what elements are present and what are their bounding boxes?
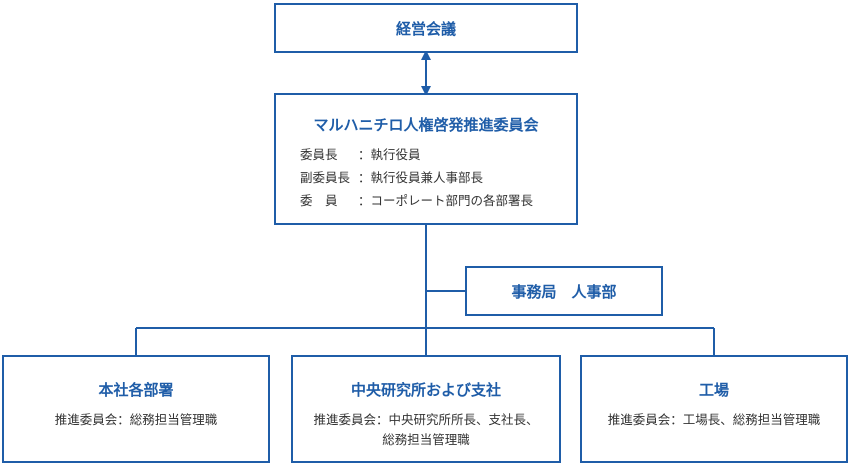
unit-description: 推進委員会：工場長、総務担当管理職 xyxy=(582,410,846,430)
unit-title: 本社各部署 xyxy=(98,381,174,399)
human-rights-committee-box: マルハニチロ人権啓発推進委員会 委員長 ： 執行役員 副委員長 ： 執行役員兼人… xyxy=(274,93,578,225)
secretariat-title: 事務局 人事部 xyxy=(511,282,617,301)
unit-title: 中央研究所および支社 xyxy=(350,381,501,399)
management-meeting-title: 経営会議 xyxy=(395,19,456,38)
unit-description: 推進委員会：総務担当管理職 xyxy=(4,410,268,430)
secretariat-box: 事務局 人事部 xyxy=(465,266,663,316)
management-meeting-box: 経営会議 xyxy=(274,3,578,53)
member-row: 委員長 ： 執行役員 xyxy=(300,143,533,166)
member-role: 委員長 xyxy=(300,147,338,162)
member-separator: ： xyxy=(358,170,371,185)
member-desc: コーポレート部門の各部署長 xyxy=(370,193,534,208)
member-desc: 執行役員兼人事部長 xyxy=(370,170,484,185)
member-separator: ： xyxy=(358,147,371,162)
member-row: 副委員長 ： 執行役員兼人事部長 xyxy=(300,166,533,189)
unit-line: 推進委員会：総務担当管理職 xyxy=(54,412,218,427)
member-role: 副委員長 xyxy=(300,170,351,185)
unit-line: 推進委員会：工場長、総務担当管理職 xyxy=(607,412,821,427)
member-separator: ： xyxy=(358,193,371,208)
committee-members: 委員長 ： 執行役員 副委員長 ： 執行役員兼人事部長 委 員 ： コーポレート… xyxy=(300,143,533,212)
committee-title: マルハニチロ人権啓発推進委員会 xyxy=(313,116,539,134)
headquarters-departments-box: 本社各部署 推進委員会：総務担当管理職 xyxy=(2,355,270,463)
member-role: 委 員 xyxy=(300,193,338,208)
factories-box: 工場 推進委員会：工場長、総務担当管理職 xyxy=(580,355,848,463)
unit-title: 工場 xyxy=(698,381,729,399)
research-branches-box: 中央研究所および支社 推進委員会：中央研究所所長、支社長、 総務担当管理職 xyxy=(291,355,561,463)
unit-line: 推進委員会：中央研究所所長、支社長、 xyxy=(313,412,539,427)
member-desc: 執行役員 xyxy=(370,147,421,162)
member-row: 委 員 ： コーポレート部門の各部署長 xyxy=(300,189,533,212)
unit-line: 総務担当管理職 xyxy=(382,432,470,447)
unit-description: 推進委員会：中央研究所所長、支社長、 総務担当管理職 xyxy=(293,410,559,450)
